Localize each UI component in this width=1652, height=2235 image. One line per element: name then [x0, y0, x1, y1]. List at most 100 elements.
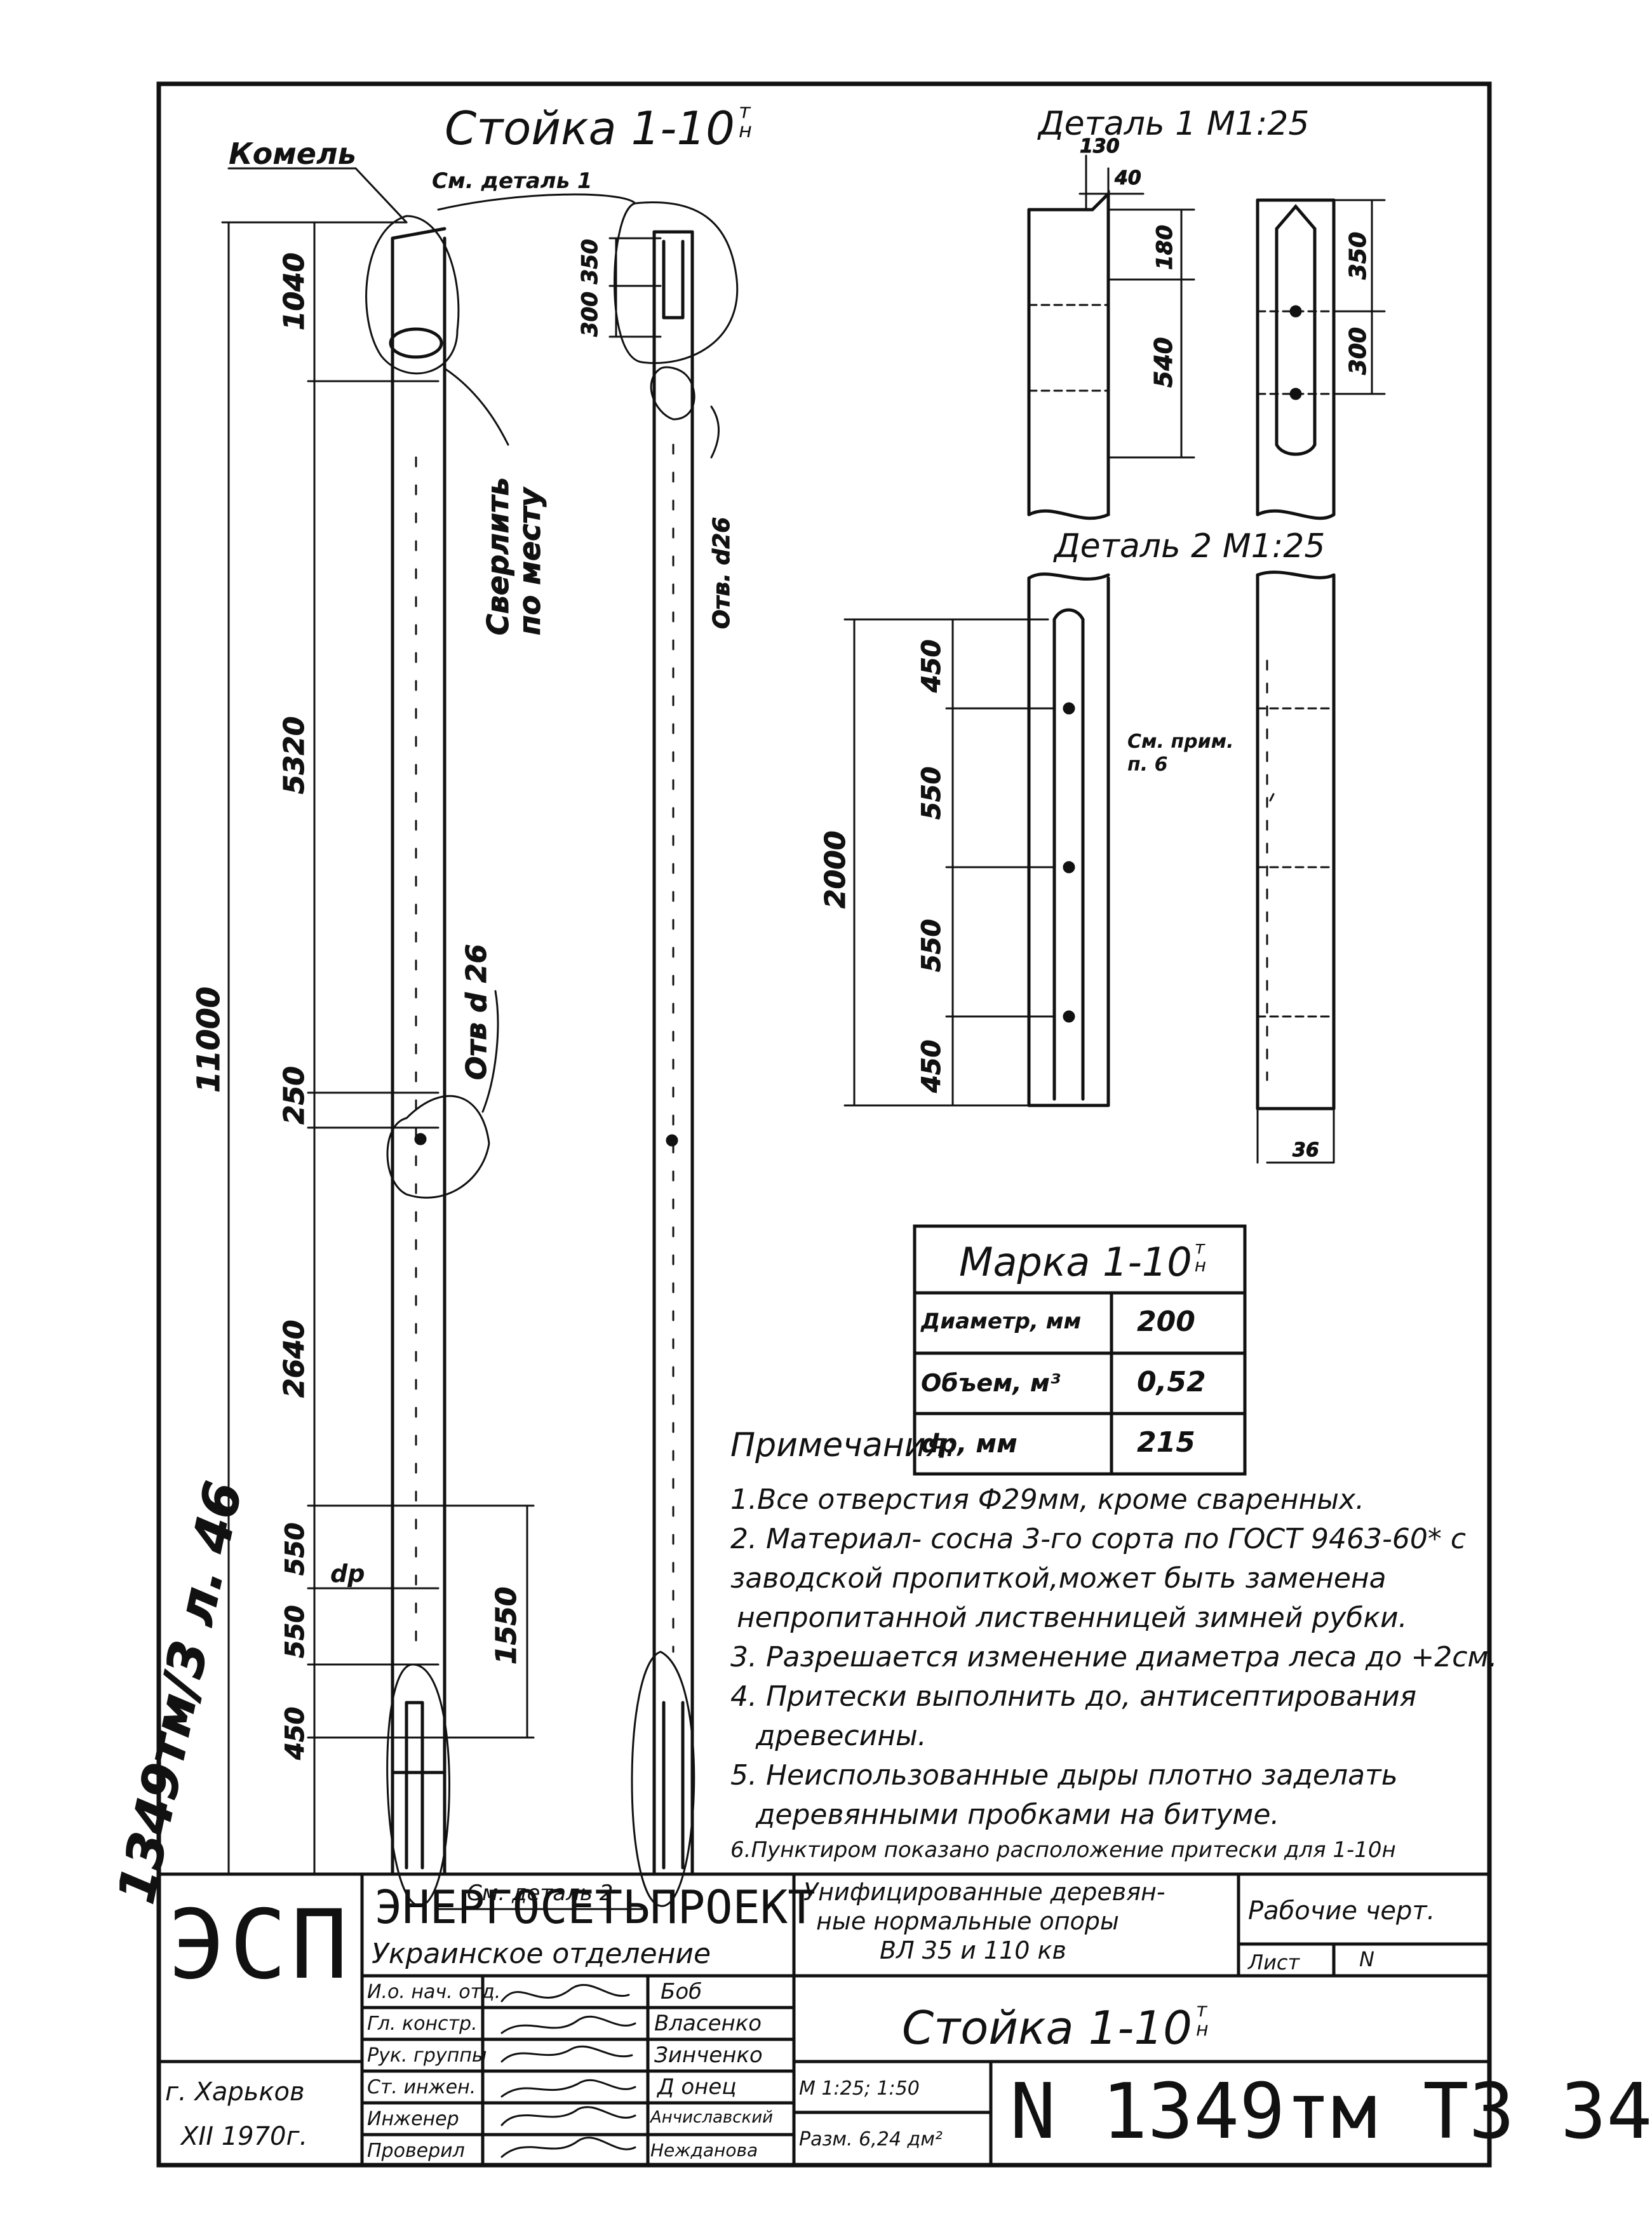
otv-d26-right-label: Отв. d26: [709, 517, 735, 629]
note-line: деревянными пробками на битуме.: [756, 1799, 1280, 1831]
detail-2-scale: М1:25: [1222, 527, 1326, 565]
detail1-dim-40: 40: [1114, 167, 1141, 189]
dim-550-upper: 550: [281, 1523, 310, 1576]
note-line: непропитанной лиственницей зимней рубки.: [737, 1602, 1407, 1634]
signature-name: Боб: [661, 1979, 702, 2004]
dim-450: 450: [281, 1707, 310, 1761]
detail1-dim-540: 540: [1150, 337, 1178, 388]
signature-role: Ст. инжен.: [367, 2076, 476, 2098]
signature-name: Зинченко: [654, 2043, 763, 2068]
doc-type: Рабочие черт.: [1248, 1896, 1435, 1926]
dim-2640: 2640: [278, 1320, 311, 1398]
otv-d26-label: Отв d 26: [460, 944, 493, 1080]
detail2-dim-450-top: 450: [917, 640, 946, 694]
notes-heading: Примечания:: [730, 1426, 957, 1464]
esp-logo: ЭСП: [168, 1890, 352, 2001]
detail-2-title: Деталь 2 М1:25: [1054, 527, 1325, 565]
org-name: ЭНЕРГОСЕТЬПРОЕКТ: [375, 1881, 816, 1934]
marka-table-frame: [913, 1224, 1247, 1476]
left-pole: [389, 227, 447, 1876]
marka-row-value: 215: [1137, 1426, 1195, 1459]
note-line: 4. Притески выполнить до, антисептирован…: [730, 1680, 1417, 1713]
note-line: 1.Все отверстия Ф29мм, кроме сваренных.: [730, 1483, 1365, 1516]
signature-name: Нежданова: [650, 2140, 758, 2161]
detail2-dim-550-lower: 550: [917, 919, 946, 973]
sheet-value: N: [1359, 1947, 1374, 1971]
dim-250: 250: [278, 1066, 311, 1124]
project-line: ВЛ 35 и 110 кв: [880, 1936, 1066, 1964]
right-pole: [652, 230, 694, 1876]
dim-11000: 11000: [191, 987, 227, 1093]
marka-row-value: 200: [1137, 1306, 1195, 1338]
note-line: заводской пропиткой,может быть заменена: [730, 1562, 1387, 1595]
detail-1-drawing: [1027, 189, 1336, 520]
detail-2-drawing: [1027, 571, 1336, 1111]
dim-1550: 1550: [490, 1587, 523, 1664]
detail1-dim-350: 350: [1345, 232, 1371, 280]
city-label: г. Харьков: [165, 2077, 305, 2107]
detail2-dim-550-upper: 550: [917, 767, 946, 820]
detail-2-dimension-labels: 450 550 550 450 2000 36: [819, 639, 1320, 1162]
drawing-number: N 1349тм Т3 34: [1010, 2068, 1652, 2156]
sverlit-label-2: по месту: [513, 487, 547, 635]
signature-role: Рук. группы: [367, 2044, 487, 2067]
project-name: Унифицированные деревян- ные нормальные …: [803, 1877, 1165, 1965]
signature-role: Инженер: [367, 2108, 459, 2130]
project-line: ные нормальные опоры: [816, 1907, 1119, 1935]
note-line: 6.Пунктиром показано расположение притес…: [730, 1837, 1396, 1863]
drawing-scale: М 1:25; 1:50: [799, 2077, 920, 2100]
sverlit-label-1: Сверлить: [481, 477, 515, 635]
org-branch: Украинское отделение: [372, 1938, 711, 1970]
signature-name: Д онец: [657, 2074, 737, 2100]
detail-1-scale: М1:25: [1206, 105, 1310, 143]
signature-role: Гл. констр.: [367, 2013, 478, 2035]
drawing-canvas: 1040 5320 250 2640 550 550 450 11000 155…: [106, 81, 1492, 2168]
sm-prim-line-1: См. прим.: [1127, 731, 1234, 753]
detail1-dim-300: 300: [1345, 327, 1371, 375]
marka-row-label: Объем, м³: [921, 1369, 1061, 1397]
detail1-dim-130: 130: [1080, 135, 1120, 158]
label-dp: dр: [330, 1560, 365, 1588]
marka-row-value: 0,52: [1137, 1366, 1206, 1398]
dim-5320: 5320: [278, 717, 311, 794]
detail-2-title-text: Деталь 2: [1054, 527, 1212, 565]
label-sm-detal-1: См. деталь 1: [432, 168, 593, 194]
date-label: XII 1970г.: [181, 2122, 308, 2151]
detail-1-title: Деталь 1 М1:25: [1038, 105, 1309, 143]
marka-row-label: dр, мм: [921, 1429, 1017, 1459]
dim-550-lower: 550: [281, 1605, 310, 1659]
detail2-dim-450-bottom: 450: [917, 1040, 946, 1094]
dim-300-350: 300 350: [577, 239, 603, 337]
label-kamel: Комель: [229, 137, 356, 171]
drawing-title-text: Стойка 1-10: [902, 2001, 1192, 2055]
marka-row-label: Диаметр, мм: [921, 1309, 1082, 1334]
detail-1-title-text: Деталь 1: [1038, 105, 1197, 143]
note-line: 5. Неиспользованные дыры плотно заделать: [730, 1759, 1398, 1792]
detail1-dim-180: 180: [1152, 225, 1178, 270]
sheet-frame: [156, 81, 1492, 2168]
label-sm-detal-2: См. деталь 2: [467, 1881, 614, 1906]
sm-prim-line-2: п. 6: [1127, 753, 1168, 776]
note-line: 3. Разрешается изменение диаметра леса д…: [730, 1641, 1498, 1673]
notes-list: 1.Все отверстия Ф29мм, кроме сваренных. …: [730, 1480, 1498, 1865]
detail-1-dimension-labels: 130 40 180 540 350 300: [1080, 135, 1372, 388]
signature-role: И.о. нач. отд.: [367, 1981, 501, 2003]
signature-name: Власенко: [654, 2011, 762, 2036]
detail2-dim-2000: 2000: [819, 831, 852, 908]
label-sm-prim: См. прим.п. 6: [1127, 731, 1234, 776]
note-line: древесины.: [756, 1720, 927, 1752]
main-dimension-labels: 1040 5320 250 2640 550 550 450 11000 155…: [191, 239, 603, 1761]
title-block-frame: [157, 1872, 1491, 2167]
sheet-label: Лист: [1248, 1950, 1300, 1975]
detail2-dim-36: 36: [1293, 1139, 1319, 1161]
project-line: Унифицированные деревян-: [803, 1878, 1165, 1906]
signature-role: Проверил: [367, 2140, 465, 2162]
drawing-size: Разм. 6,24 дм²: [799, 2128, 943, 2151]
note-line: 2. Материал- сосна 3-го сорта по ГОСТ 94…: [730, 1523, 1467, 1555]
